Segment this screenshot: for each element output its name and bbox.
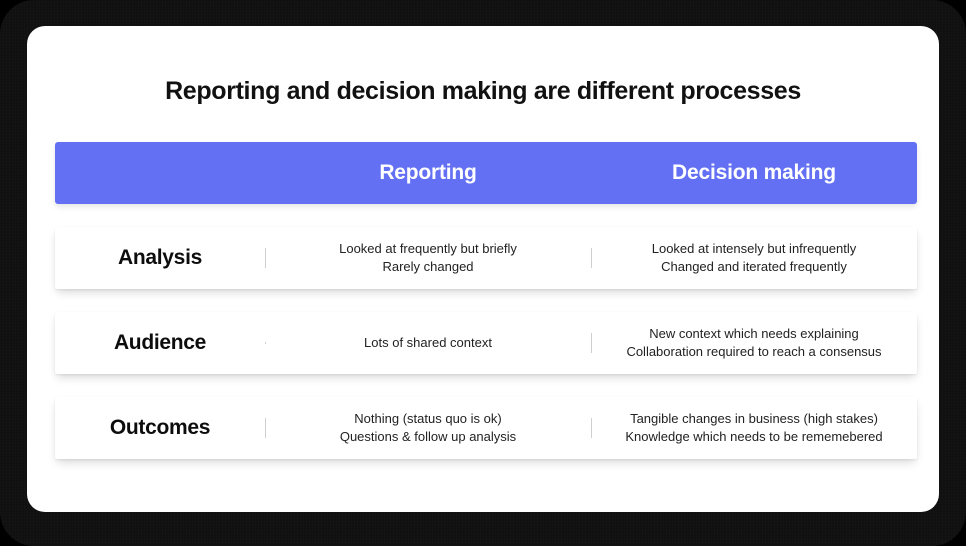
table-row: Analysis Looked at frequently but briefl… (55, 227, 917, 289)
text-line: Knowledge which needs to be rememebered (625, 429, 883, 444)
table-header-row: Reporting Decision making (55, 142, 917, 204)
text-line: Looked at intensely but infrequently (651, 241, 857, 256)
table-row: Audience Lots of shared context New cont… (55, 312, 917, 374)
header-cell-reporting: Reporting (379, 161, 477, 184)
table-row: Outcomes Nothing (status quo is ok) Ques… (55, 397, 917, 459)
row-analysis-decision-making: Looked at intensely but infrequently Cha… (591, 240, 917, 276)
page-title: Reporting and decision making are differ… (165, 77, 801, 105)
text-line: Changed and iterated frequently (661, 259, 847, 274)
text-line: New context which needs explaining (649, 326, 859, 341)
text-line: Collaboration required to reach a consen… (626, 344, 882, 359)
row-analysis-reporting: Looked at frequently but briefly Rarely … (265, 240, 591, 276)
row-audience-decision-making: New context which needs explaining Colla… (591, 325, 917, 361)
row-label-outcomes: Outcomes (109, 416, 211, 439)
slide-card: Reporting and decision making are differ… (27, 26, 939, 512)
text-line: Nothing (status quo is ok) (354, 411, 502, 426)
row-outcomes-reporting: Nothing (status quo is ok) Questions & f… (265, 410, 591, 446)
row-audience-reporting: Lots of shared context (265, 334, 591, 352)
text-line: Looked at frequently but briefly (339, 241, 517, 256)
text-line: Questions & follow up analysis (339, 429, 517, 444)
header-cell-decision-making: Decision making (672, 161, 836, 184)
text-line: Lots of shared context (364, 335, 492, 350)
comparison-table: Reporting Decision making Analysis Looke… (55, 142, 917, 459)
row-label-audience: Audience (113, 331, 207, 354)
text-line: Rarely changed (382, 259, 474, 274)
row-outcomes-decision-making: Tangible changes in business (high stake… (591, 410, 917, 446)
text-line: Tangible changes in business (high stake… (630, 411, 878, 426)
row-label-analysis: Analysis (118, 246, 202, 269)
